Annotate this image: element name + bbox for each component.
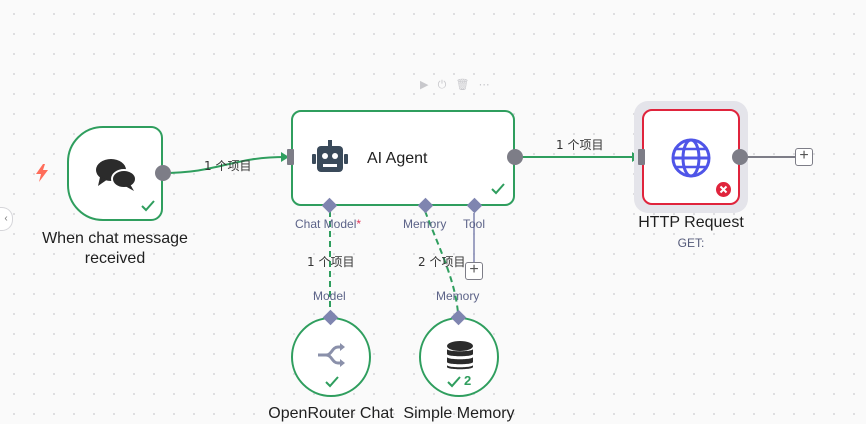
edge-label-trigger-agent: 1 个项目 — [204, 159, 252, 173]
simple-memory-node[interactable]: 2 — [419, 317, 499, 397]
openrouter-chat-node[interactable] — [291, 317, 371, 397]
simple-memory-port-label: Memory — [436, 289, 480, 303]
add-node-button[interactable]: + — [795, 148, 813, 166]
ai-agent-node[interactable]: AI Agent — [291, 110, 515, 206]
ai-agent-title: AI Agent — [367, 150, 428, 167]
simple-memory-node-label: Simple Memory — [403, 405, 515, 422]
tool-port-label: Tool — [463, 217, 486, 231]
trigger-bolt-icon — [36, 164, 48, 182]
openrouter-icon — [318, 343, 345, 367]
http-node-subtitle: GET: — [677, 236, 705, 250]
arrowhead — [281, 152, 289, 162]
chat-bubbles-icon — [96, 159, 137, 191]
add-tool-button[interactable]: + — [465, 262, 483, 280]
http-request-node[interactable] — [642, 109, 740, 205]
success-check-icon — [491, 183, 505, 195]
memory-port-label: Memory — [403, 217, 447, 231]
ai-agent-input-port[interactable] — [287, 149, 294, 165]
node-toolbar[interactable]: ▶ ⏻ 🗑 ⋯ — [420, 79, 490, 91]
http-input-port[interactable] — [638, 149, 645, 165]
run-count-badge: 2 — [464, 373, 472, 388]
openrouter-node-label: OpenRouter Chat — [268, 405, 394, 422]
database-icon — [447, 341, 473, 370]
globe-icon — [671, 138, 711, 178]
success-check-icon — [325, 376, 339, 388]
openrouter-port-label: Model — [313, 289, 346, 303]
trigger-node[interactable] — [67, 126, 163, 221]
trigger-output-port[interactable] — [155, 165, 171, 181]
edge-label-memory-agent: 2 个项目 — [418, 255, 466, 269]
success-check-icon — [141, 200, 155, 212]
edge-label-model-agent: 1 个项目 — [307, 255, 355, 269]
connection-memory-agent — [424, 210, 459, 314]
error-icon — [716, 182, 731, 197]
chat-model-port-label: Chat Model* — [295, 217, 362, 231]
http-output-port[interactable] — [732, 149, 748, 165]
robot-icon — [312, 140, 348, 172]
connection-trigger-agent — [161, 156, 287, 174]
ai-agent-output-port[interactable] — [507, 149, 523, 165]
http-node-title: HTTP Request — [638, 214, 744, 231]
edge-label-agent-http: 1 个项目 — [556, 138, 604, 152]
success-check-icon — [447, 376, 461, 388]
trigger-node-label: When chat message received — [42, 230, 188, 267]
